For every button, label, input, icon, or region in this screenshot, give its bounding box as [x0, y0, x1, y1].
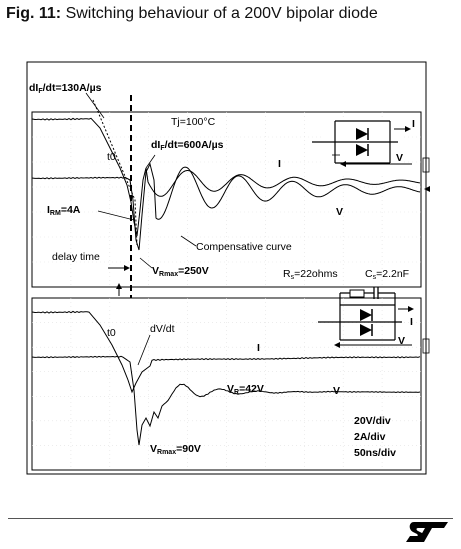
bottom-inset-schematic	[318, 287, 414, 348]
figure-title: Switching behaviour of a 200V bipolar di…	[65, 5, 378, 22]
top-panel: I V dIF/dt=130A/µs Tj=100°C t0 dIF/dt=60…	[29, 82, 430, 470]
top-inset-schematic	[312, 118, 412, 176]
delay-up-arrow-head	[116, 283, 122, 289]
scale-current: 2A/div	[354, 431, 386, 443]
dvdt-label: dV/dt	[150, 323, 175, 335]
top-right-marker	[422, 157, 430, 173]
bottom-panel: I V t0 dV/dt I VR=42V V VRmax=90V 20V/di…	[31, 287, 430, 471]
vr-label: VR=42V	[227, 383, 264, 396]
cs-label: Cs=2.2nF	[365, 268, 409, 281]
tj-label: Tj=100°C	[171, 116, 216, 128]
irm-leader	[97, 210, 135, 221]
top-current-trace	[31, 117, 421, 237]
compensative-ramp	[92, 99, 138, 246]
top-voltage-trace	[31, 162, 421, 251]
figure-number: Fig. 11:	[6, 5, 62, 22]
irm-label: IRM=4A	[47, 204, 81, 217]
st-logo	[406, 522, 448, 542]
dif-b-leader	[145, 154, 156, 169]
figure-caption: Fig. 11: Switching behaviour of a 200V b…	[6, 4, 456, 23]
top-i-label: I	[278, 158, 281, 170]
footer-rule	[8, 518, 453, 519]
scale-time: 50ns/div	[354, 447, 396, 459]
bottom-current-trace	[31, 310, 421, 394]
rs-label: Rs=22ohms	[283, 268, 338, 281]
compensative-label: Compensative curve	[196, 241, 292, 253]
dif-a-label: dIF/dt=130A/µs	[29, 82, 102, 95]
bottom-v-label: V	[333, 385, 340, 397]
bottom-right-marker	[422, 338, 430, 354]
bottom-voltage-trace	[31, 355, 421, 446]
bottom-i-label: I	[257, 342, 260, 354]
top-v-label: V	[336, 206, 343, 218]
scale-voltage: 20V/div	[354, 415, 391, 427]
bottom-inset-voltage-label: V	[398, 335, 405, 347]
bottom-t0-label: t0	[107, 327, 116, 339]
vrmax-leader	[139, 257, 153, 269]
delay-arrow-head	[124, 265, 130, 271]
top-vrmax-label: VRmax=250V	[152, 265, 209, 278]
delay-label: delay time	[52, 251, 100, 263]
compensative-leader	[180, 235, 197, 247]
dvdt-leader	[137, 334, 151, 366]
dif-b-label: dIF/dt=600A/µs	[151, 139, 224, 152]
top-inset-current-label: I	[412, 118, 415, 130]
bottom-inset-current-label: I	[410, 316, 413, 328]
dif-a-leader	[85, 92, 105, 119]
outer-frame	[26, 61, 427, 475]
top-right-arrow	[424, 186, 430, 192]
bottom-vrmax-label: VRmax=90V	[150, 443, 201, 456]
top-t0-label: t0	[107, 151, 116, 163]
top-inset-voltage-label: V	[396, 152, 403, 164]
